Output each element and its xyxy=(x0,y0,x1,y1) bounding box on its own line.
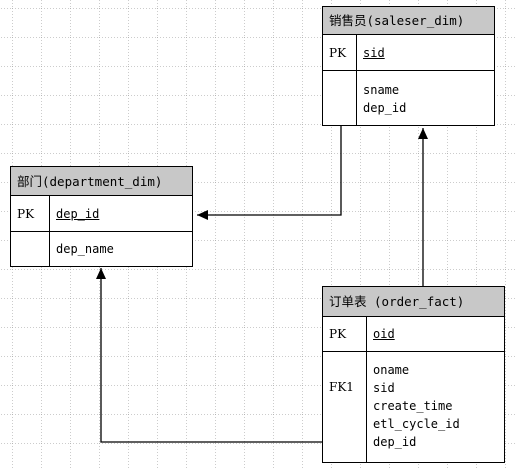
entity-title: 销售员(saleser_dim) xyxy=(323,7,494,35)
pk-column: oid xyxy=(373,327,395,341)
fk-label xyxy=(323,71,357,125)
attribute-oname: oname xyxy=(373,363,410,377)
fk-label: FK1 xyxy=(323,352,367,462)
attribute-dep-name: dep_name xyxy=(56,242,114,256)
pk-column: sid xyxy=(363,46,385,60)
fk-label xyxy=(11,232,50,266)
pk-row: PK dep_id xyxy=(11,196,192,232)
attribute-sid: sid xyxy=(373,381,395,395)
attribute-row: FK1 oname sid create_time etl_cycle_id d… xyxy=(323,352,504,462)
entity-order-fact[interactable]: 订单表 (order_fact) PK oid FK1 oname sid cr… xyxy=(322,286,505,463)
pk-column: dep_id xyxy=(56,207,100,221)
attribute-create-time: create_time xyxy=(373,399,453,413)
pk-label: PK xyxy=(323,317,367,351)
attribute-row: sname dep_id xyxy=(323,71,494,125)
pk-label: PK xyxy=(11,196,50,231)
attribute-sname: sname xyxy=(363,83,400,97)
pk-label: PK xyxy=(323,35,357,70)
saleser-to-department-connector xyxy=(197,108,342,220)
attribute-row: dep_name xyxy=(11,232,192,266)
attribute-etl-cycle-id: etl_cycle_id xyxy=(373,417,460,431)
attribute-dep-id: dep_id xyxy=(363,101,407,115)
entity-saleser-dim[interactable]: 销售员(saleser_dim) PK sid sname dep_id xyxy=(322,6,495,126)
entity-department-dim[interactable]: 部门(department_dim) PK dep_id dep_name xyxy=(10,166,193,267)
entity-title: 部门(department_dim) xyxy=(11,167,192,196)
order-to-department-connector xyxy=(96,268,368,443)
pk-row: PK oid xyxy=(323,317,504,352)
pk-row: PK sid xyxy=(323,35,494,71)
attribute-dep-id: dep_id xyxy=(373,435,417,449)
entity-title: 订单表 (order_fact) xyxy=(323,287,504,317)
